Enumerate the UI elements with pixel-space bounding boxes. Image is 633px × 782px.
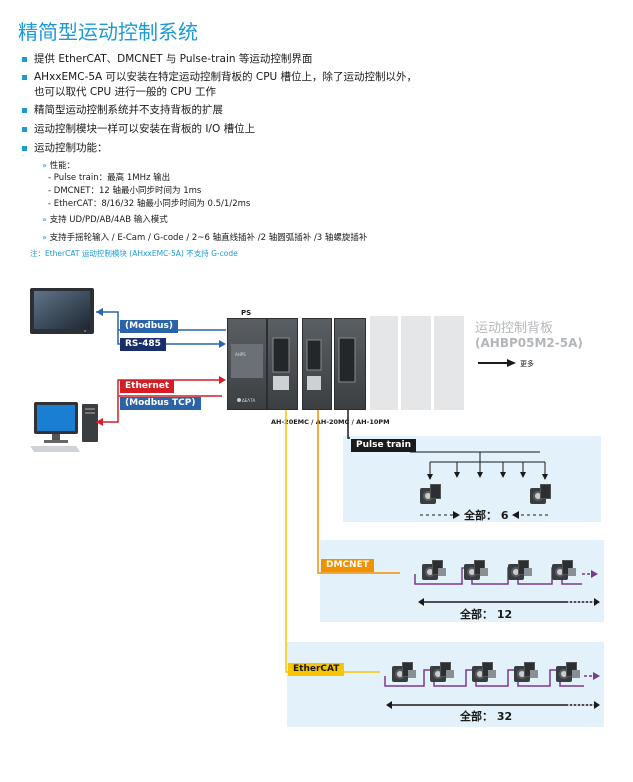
pc-icon <box>30 402 98 452</box>
modbus-tcp-label: (Modbus TCP) <box>120 397 201 410</box>
modules-label: AH-20EMC / AH-20MC / AH-10PM <box>271 418 390 426</box>
svg-text:ΔΕΛΤΑ: ΔΕΛΤΑ <box>242 398 255 403</box>
ethercat-label: EtherCAT <box>288 663 345 676</box>
pulse-distribution-lines <box>410 451 548 480</box>
ethercat-total: 全部： 32 <box>460 710 513 723</box>
servo-motor-icon <box>420 484 444 506</box>
network-trunks <box>285 410 400 673</box>
feature-input-modes: » 支持 UD/PD/AB/4AB 输入模式 <box>42 215 168 225</box>
servo-motor-icon <box>508 560 532 582</box>
ethercat-chain-links <box>384 669 600 687</box>
more-link[interactable]: 更多 <box>520 360 534 368</box>
svg-text:▪: ▪ <box>84 329 86 333</box>
backplane-title: 运动控制背板 <box>475 321 554 336</box>
bullet-marker <box>22 75 27 80</box>
rack-detail: AHPS ΔΕΛΤΑ <box>231 337 356 403</box>
rs485-label: RS-485 <box>120 338 166 351</box>
performance-heading: » 性能： <box>42 161 76 171</box>
arrow-icon: » <box>42 215 47 224</box>
servo-motor-icon <box>422 560 446 582</box>
servo-motor-icon <box>530 484 554 506</box>
dmcnet-range-arrow <box>418 598 600 606</box>
performance-item: - Pulse train：最高 1MHz 输出 <box>48 173 171 183</box>
pulse-total: 全部： 6 <box>464 509 509 522</box>
hmi-panel-icon: ▪ <box>30 288 94 334</box>
ethercat-range-arrow <box>386 701 600 709</box>
servo-motor-icon <box>430 662 454 684</box>
servo-motor-icon <box>556 662 580 684</box>
bullet-marker <box>22 146 27 151</box>
page-title: 精简型运动控制系统 <box>18 20 198 44</box>
backplane-model: (AHBP05M2-5A) <box>475 336 583 350</box>
backplane-slot <box>434 316 464 410</box>
servo-motor-icon <box>552 560 576 582</box>
bullet-marker <box>22 57 27 62</box>
backplane-slot <box>370 316 398 410</box>
pulse-train-label: Pulse train <box>351 439 416 452</box>
ethernet-label: Ethernet <box>120 380 175 393</box>
arrow-icon: » <box>42 161 47 170</box>
arrow-icon: » <box>42 233 47 242</box>
servo-motor-icon <box>464 560 488 582</box>
ethercat-panel <box>287 642 604 727</box>
backplane-slot <box>401 316 431 410</box>
svg-text:AHPS: AHPS <box>235 352 246 357</box>
servo-motor-icon <box>514 662 538 684</box>
dmcnet-label: DMCNET <box>321 559 374 572</box>
servo-motor-icon <box>392 662 416 684</box>
pulse-dash-arrows <box>420 511 550 519</box>
bullet-marker <box>22 108 27 113</box>
feature-interpolation: » 支持手摇轮输入 / E-Cam / G-code / 2~6 轴直线插补 /… <box>42 233 368 243</box>
note-ethercat-gcode: 注：EtherCAT 运动控制模块 (AHxxEMC-5A) 不支持 G-cod… <box>30 249 238 258</box>
performance-item: - EtherCAT：8/16/32 轴最小同步时间为 0.5/1/2ms <box>48 199 251 209</box>
modbus-label: (Modbus) <box>120 320 179 333</box>
performance-item: - DMCNET：12 轴最小同步时间为 1ms <box>48 186 202 196</box>
ps-label: PS <box>241 309 252 317</box>
more-arrow-icon <box>478 359 516 367</box>
dmcnet-total: 全部： 12 <box>460 608 513 621</box>
servo-motor-icon <box>472 662 496 684</box>
bullet-marker <box>22 127 27 132</box>
